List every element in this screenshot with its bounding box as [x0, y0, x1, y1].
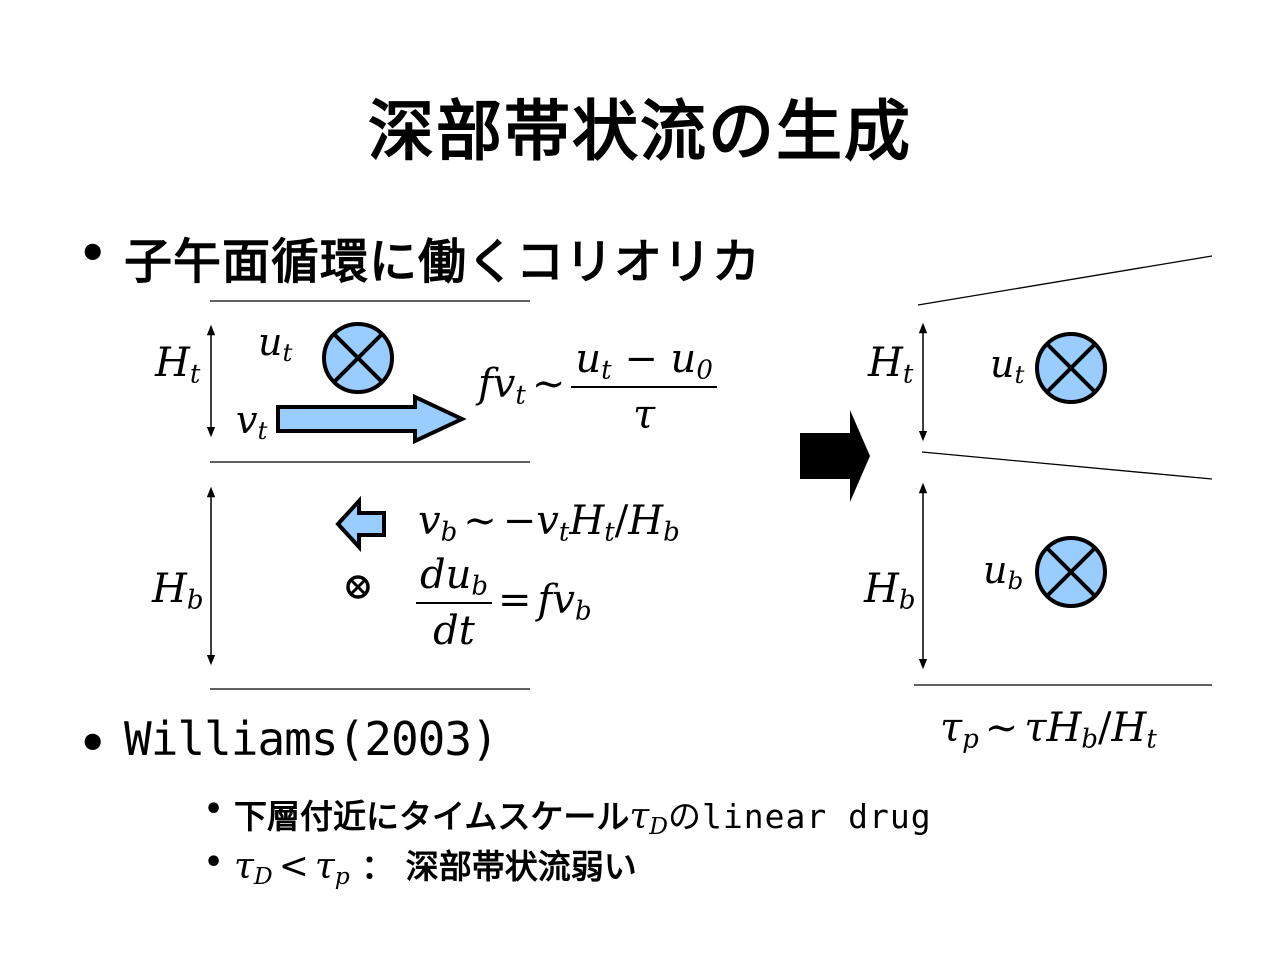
sub-bullet-drag: 下層付近にタイムスケールτDのlinear drug: [234, 790, 932, 838]
right-ht-label: Ht: [868, 340, 914, 390]
left-arrow-icon: [335, 495, 386, 553]
eq-taup: τp∼τHb/Ht: [940, 705, 1157, 755]
ht-label: Ht: [155, 340, 201, 390]
bullet-coriolis: 子午面循環に働くコリオリカ: [124, 234, 762, 290]
sub-bullet-marker: •: [204, 792, 224, 827]
right-arrow-icon: [276, 393, 467, 445]
sub-bullet-condition: τD<τp ： 深部帯状流弱い: [234, 840, 637, 888]
sub-bullet-condition-suffix: ： 深部帯状流弱い: [349, 847, 637, 886]
into-page-symbol-icon: [322, 322, 394, 394]
big-right-arrow-icon: [800, 410, 870, 502]
right-top-slant-line: [917, 255, 1213, 306]
right-ut-into-page-icon: [1035, 332, 1107, 404]
right-ut-label: ut: [990, 342, 1025, 390]
hb-label: Hb: [152, 566, 204, 616]
sub-bullet-marker: •: [204, 845, 224, 880]
sub-bullet-drag-prefix: 下層付近にタイムスケール: [234, 797, 630, 836]
right-ub-into-page-icon: [1035, 536, 1107, 608]
right-ub-label: ub: [983, 548, 1024, 596]
tau-d-lt-tau-p: τD<τp: [234, 846, 350, 890]
bullet-marker: •: [78, 716, 108, 770]
small-into-page-symbol-icon: [346, 575, 370, 599]
tau-d-symbol: τD: [629, 796, 669, 840]
vt-label: vt: [236, 398, 268, 446]
page-title: 深部帯状流の生成: [368, 93, 912, 170]
right-mid-slant-line: [921, 451, 1213, 480]
right-hb-label: Hb: [864, 566, 916, 616]
ut-label: ut: [258, 320, 293, 368]
eq-vb: vb∼−vtHt/Hb: [418, 498, 680, 548]
sub-bullet-drag-suffix: のlinear drug: [668, 797, 932, 836]
bullet-marker: •: [78, 226, 108, 280]
bullet-reference: Williams(2003): [124, 712, 499, 766]
